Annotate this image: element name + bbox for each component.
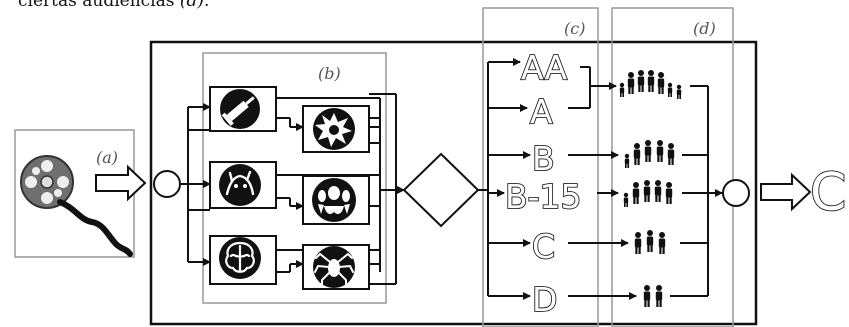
end-connectors bbox=[670, 85, 723, 297]
region-c-box bbox=[482, 7, 599, 327]
monster-icon bbox=[318, 186, 350, 214]
family-group-icon bbox=[624, 140, 675, 168]
b-input-connectors bbox=[180, 103, 211, 266]
agony-face-icon bbox=[225, 170, 255, 196]
family-group-large-icon bbox=[619, 70, 682, 99]
rating-aa: AA bbox=[521, 48, 567, 87]
decision-diamond bbox=[402, 152, 480, 228]
caption-text-ital: (d) bbox=[179, 0, 205, 11]
hollow-arrow-input bbox=[95, 164, 147, 202]
rating-b-15: B-15 bbox=[505, 177, 582, 216]
label-b: (b) bbox=[318, 64, 341, 83]
monster-icon-box bbox=[302, 175, 370, 225]
syringe-icon bbox=[221, 96, 255, 126]
label-c: (c) bbox=[564, 19, 585, 38]
agony-face-icon-box bbox=[209, 161, 277, 209]
adult-pair-icon bbox=[643, 285, 663, 307]
caption-text-after: . bbox=[204, 0, 210, 11]
hollow-arrow-output bbox=[760, 172, 812, 212]
label-d: (d) bbox=[693, 19, 716, 38]
caption-text: ciertas audiencias (d). bbox=[18, 0, 209, 11]
audience-connectors bbox=[568, 66, 637, 300]
syringe-icon-box bbox=[209, 86, 277, 132]
b-output-connectors bbox=[369, 93, 405, 285]
rating-connectors bbox=[478, 58, 531, 300]
brain-icon bbox=[225, 241, 255, 273]
spider-icon-box bbox=[302, 244, 370, 290]
explosion-icon bbox=[315, 113, 352, 147]
caption-text-before: ciertas audiencias bbox=[18, 0, 180, 11]
adults-group-icon bbox=[634, 230, 666, 254]
rating-c: C bbox=[532, 227, 555, 266]
region-b-box bbox=[202, 52, 387, 304]
spider-icon bbox=[314, 252, 354, 286]
output-symbol: C bbox=[810, 163, 846, 223]
region-d-box bbox=[611, 7, 734, 327]
main-frame bbox=[149, 40, 758, 326]
end-node bbox=[722, 179, 750, 207]
rating-b: B bbox=[532, 139, 555, 178]
rating-a: A bbox=[530, 92, 553, 131]
start-node bbox=[153, 170, 181, 198]
explosion-icon-box bbox=[302, 105, 370, 153]
brain-icon-box bbox=[209, 235, 277, 285]
film-reel-icon bbox=[20, 155, 133, 257]
rating-d: D bbox=[532, 280, 557, 319]
people-group-icon bbox=[623, 180, 673, 207]
label-a: (a) bbox=[96, 148, 118, 167]
